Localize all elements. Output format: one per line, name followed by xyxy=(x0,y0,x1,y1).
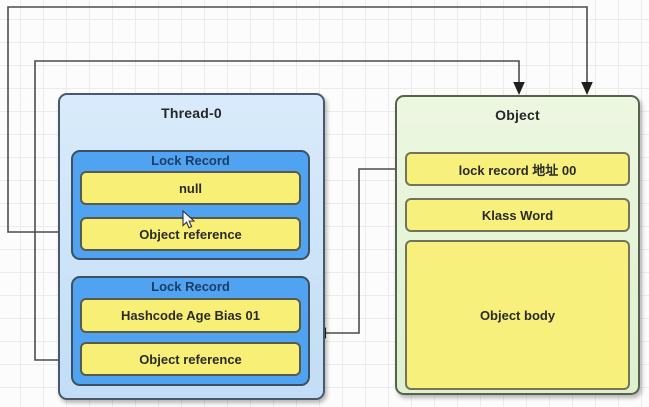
cell-object-body: Object body xyxy=(405,240,630,390)
arrowhead-down-left-icon xyxy=(513,82,525,95)
lock-record-2-title: Lock Record xyxy=(151,279,230,294)
thread-title: Thread-0 xyxy=(161,105,222,121)
cell-hashcode-age-bias: Hashcode Age Bias 01 xyxy=(80,298,301,333)
edge-lockrecord-address-to-thread xyxy=(324,168,405,334)
mouse-cursor-icon xyxy=(182,210,195,229)
cell-null: null xyxy=(80,171,301,205)
lock-record-2: Lock Record Hashcode Age Bias 01 Object … xyxy=(71,276,310,386)
edge-objref1-to-object xyxy=(7,6,588,233)
cell-object-reference-1: Object reference xyxy=(80,217,301,251)
edge-objref2-to-object xyxy=(34,60,520,361)
cell-lock-record-address: lock record 地址 00 xyxy=(405,152,630,186)
object-node: Object lock record 地址 00 Klass Word Obje… xyxy=(395,95,640,395)
lock-record-1-title: Lock Record xyxy=(151,153,230,168)
thread-node: Thread-0 Lock Record null Object referen… xyxy=(58,93,325,400)
lock-record-1: Lock Record null Object reference xyxy=(71,150,310,260)
cell-klass-word: Klass Word xyxy=(405,198,630,232)
cell-object-reference-2: Object reference xyxy=(80,342,301,376)
arrowhead-down-right-icon xyxy=(581,82,593,95)
object-title: Object xyxy=(495,107,540,123)
